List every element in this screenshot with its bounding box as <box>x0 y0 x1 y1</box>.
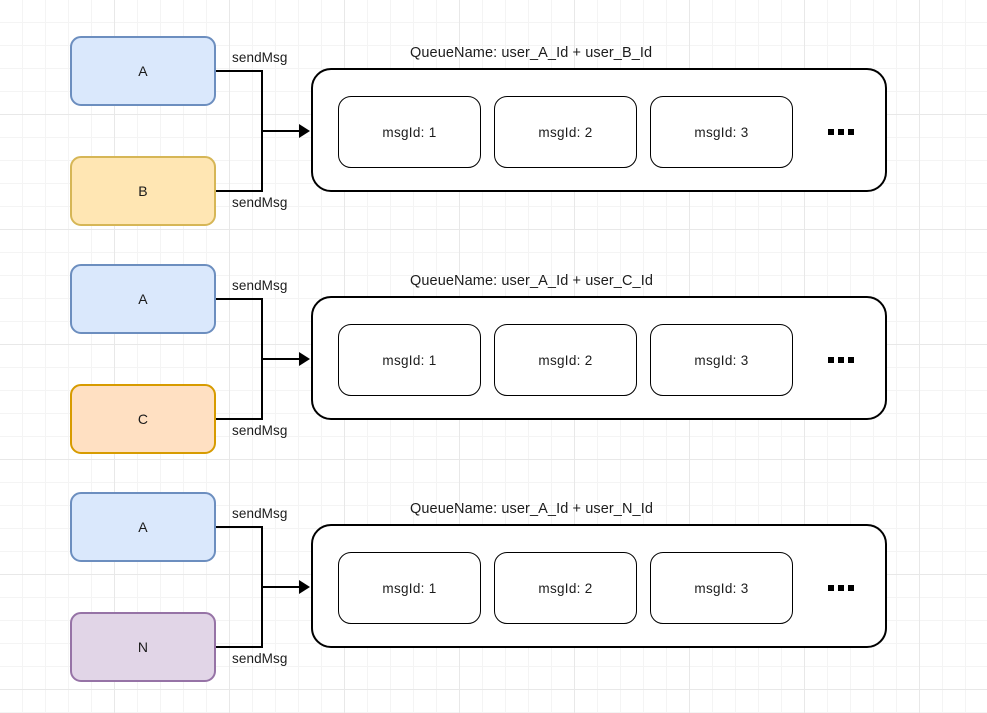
queue-name-label-row2: QueueName: user_A_Id + user_C_Id <box>410 273 653 289</box>
edge-to-queue-row1 <box>261 130 303 132</box>
message-label: msgId: 1 <box>382 352 437 368</box>
edge-b-horizontal-row1 <box>216 190 263 192</box>
edge-n-horizontal-row3 <box>216 646 263 648</box>
ellipsis-dot-icon <box>828 129 834 135</box>
diagram-row-1: A B sendMsg sendMsg QueueName: user_A_Id… <box>0 0 987 228</box>
queue-container-row1: msgId: 1 msgId: 2 msgId: 3 <box>311 68 887 192</box>
arrow-head-row1 <box>299 124 310 138</box>
arrow-head-row3 <box>299 580 310 594</box>
message-box-row1-3[interactable]: msgId: 3 <box>650 96 793 168</box>
message-label: msgId: 3 <box>694 124 749 140</box>
actor-label: N <box>137 639 149 655</box>
message-label: msgId: 1 <box>382 124 437 140</box>
queue-name-label-row3: QueueName: user_A_Id + user_N_Id <box>410 501 653 517</box>
message-box-row1-1[interactable]: msgId: 1 <box>338 96 481 168</box>
ellipsis-dot-icon <box>838 129 844 135</box>
message-label: msgId: 3 <box>694 580 749 596</box>
actor-box-b-row1[interactable]: B <box>70 156 216 226</box>
actor-label: B <box>138 183 148 199</box>
message-label: msgId: 3 <box>694 352 749 368</box>
diagram-row-2: A C sendMsg sendMsg QueueName: user_A_Id… <box>0 228 987 456</box>
edge-label-sendmsg-top-row2: sendMsg <box>232 278 288 293</box>
ellipsis-dot-icon <box>838 357 844 363</box>
edge-c-horizontal-row2 <box>216 418 263 420</box>
actor-box-n-row3[interactable]: N <box>70 612 216 682</box>
ellipsis-dot-icon <box>828 357 834 363</box>
message-box-row1-2[interactable]: msgId: 2 <box>494 96 637 168</box>
edge-label-sendmsg-top-row3: sendMsg <box>232 506 288 521</box>
diagram-row-3: A N sendMsg sendMsg QueueName: user_A_Id… <box>0 456 987 684</box>
message-box-row2-3[interactable]: msgId: 3 <box>650 324 793 396</box>
edge-label-sendmsg-bottom-row1: sendMsg <box>232 195 288 210</box>
actor-box-c-row2[interactable]: C <box>70 384 216 454</box>
actor-box-a-row2[interactable]: A <box>70 264 216 334</box>
actor-label: A <box>138 63 148 79</box>
actor-label: A <box>138 519 148 535</box>
message-box-row3-3[interactable]: msgId: 3 <box>650 552 793 624</box>
message-box-row3-2[interactable]: msgId: 2 <box>494 552 637 624</box>
edge-label-sendmsg-bottom-row3: sendMsg <box>232 651 288 666</box>
edge-to-queue-row3 <box>261 586 303 588</box>
queue-container-row3: msgId: 1 msgId: 2 msgId: 3 <box>311 524 887 648</box>
edge-label-sendmsg-bottom-row2: sendMsg <box>232 423 288 438</box>
message-box-row3-1[interactable]: msgId: 1 <box>338 552 481 624</box>
queue-container-row2: msgId: 1 msgId: 2 msgId: 3 <box>311 296 887 420</box>
message-box-row2-2[interactable]: msgId: 2 <box>494 324 637 396</box>
message-label: msgId: 2 <box>538 352 593 368</box>
edge-a-horizontal-row1 <box>216 70 263 72</box>
edge-to-queue-row2 <box>261 358 303 360</box>
edge-a-horizontal-row2 <box>216 298 263 300</box>
ellipsis-dot-icon <box>848 129 854 135</box>
actor-label: A <box>138 291 148 307</box>
message-label: msgId: 2 <box>538 124 593 140</box>
ellipsis-dot-icon <box>848 357 854 363</box>
actor-box-a-row1[interactable]: A <box>70 36 216 106</box>
queue-overflow-ellipsis-row3 <box>828 585 854 591</box>
message-label: msgId: 2 <box>538 580 593 596</box>
queue-overflow-ellipsis-row2 <box>828 357 854 363</box>
queue-overflow-ellipsis-row1 <box>828 129 854 135</box>
edge-a-horizontal-row3 <box>216 526 263 528</box>
actor-label: C <box>137 411 149 427</box>
arrow-head-row2 <box>299 352 310 366</box>
queue-name-label-row1: QueueName: user_A_Id + user_B_Id <box>410 45 653 61</box>
edge-label-sendmsg-top-row1: sendMsg <box>232 50 288 65</box>
ellipsis-dot-icon <box>828 585 834 591</box>
message-box-row2-1[interactable]: msgId: 1 <box>338 324 481 396</box>
ellipsis-dot-icon <box>838 585 844 591</box>
actor-box-a-row3[interactable]: A <box>70 492 216 562</box>
message-label: msgId: 1 <box>382 580 437 596</box>
ellipsis-dot-icon <box>848 585 854 591</box>
